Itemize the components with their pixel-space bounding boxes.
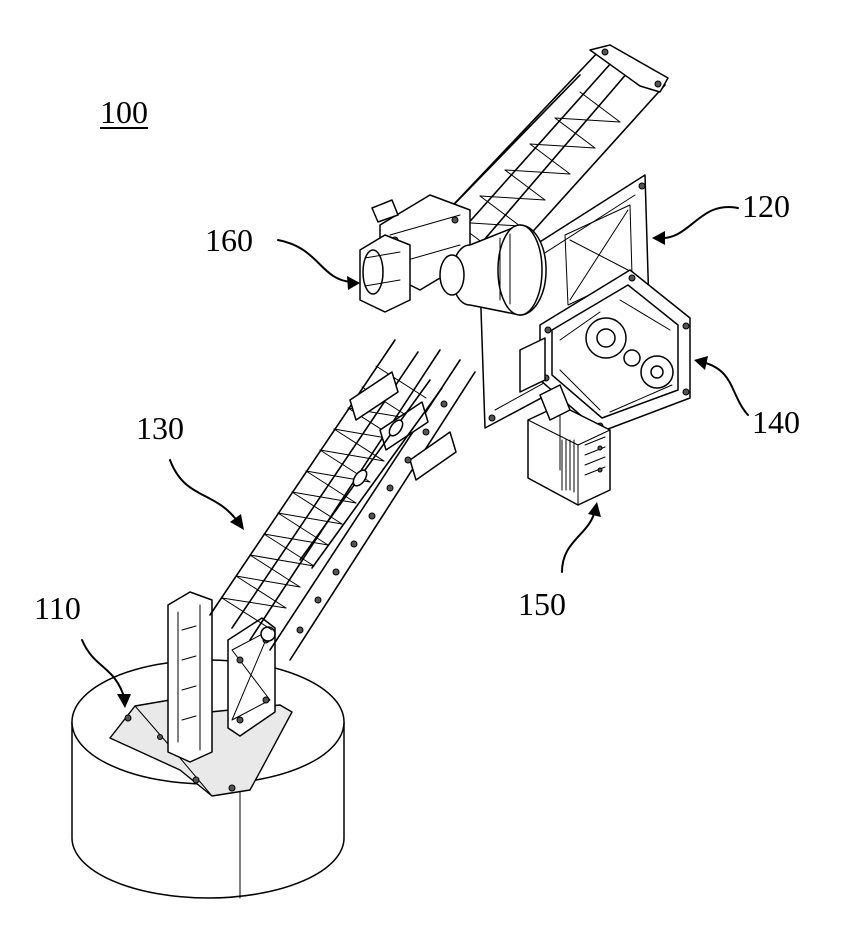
leader-120	[652, 207, 738, 245]
lower-module-label: 150	[518, 588, 566, 620]
assembly-label: 100	[100, 96, 148, 128]
leader-160	[278, 240, 360, 290]
upper-frame-label: 120	[742, 190, 790, 222]
leader-140	[694, 356, 748, 415]
motor-label: 160	[205, 224, 253, 256]
end-plate-label: 140	[752, 406, 800, 438]
leader-130	[170, 460, 244, 530]
boom-arm-label: 130	[136, 412, 184, 444]
boom-arm	[210, 340, 475, 660]
base-label: 110	[34, 592, 81, 624]
leader-150	[562, 502, 601, 572]
